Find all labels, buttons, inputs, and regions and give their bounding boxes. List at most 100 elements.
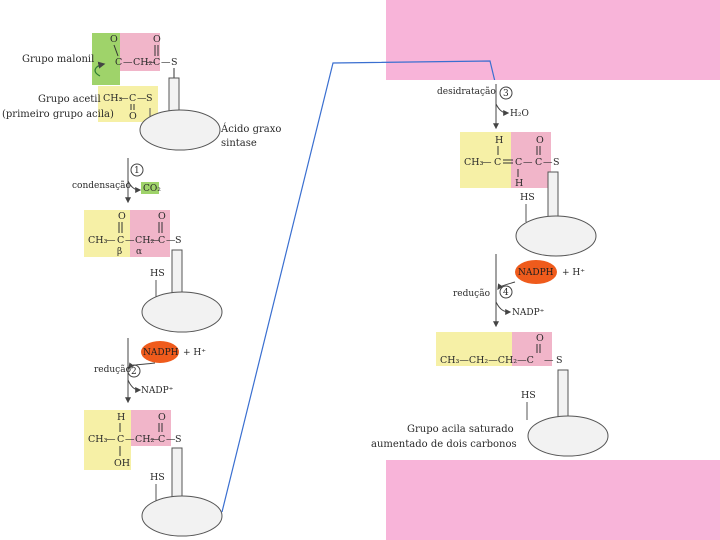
enoyl-complex: H O CH₃ — C C — C — S H HS — [460, 132, 597, 257]
pink-box — [511, 132, 551, 188]
pink-box — [512, 332, 552, 366]
side-arrow-out — [495, 301, 512, 315]
acetil-sublabel: (primeiro grupo acila) — [2, 109, 114, 120]
atom-o: O — [158, 412, 166, 423]
yellow-box — [460, 132, 511, 188]
h-plus-label: + H⁺ — [183, 348, 206, 358]
attack-arrow — [94, 61, 106, 77]
step-number-circle — [127, 364, 141, 378]
enzyme-label: Ácido graxo — [220, 123, 281, 135]
atom-hs: HS — [150, 472, 165, 483]
step-1: 1 condensação CO₂ — [72, 158, 161, 204]
bond-dash: — — [106, 235, 116, 246]
co2-box — [141, 182, 159, 194]
bond-dash: — — [123, 57, 133, 68]
side-arrow — [127, 180, 142, 193]
bond-dash: — — [125, 235, 135, 246]
step-number: 4 — [503, 288, 509, 298]
green-box — [92, 33, 120, 85]
bond-dash: — — [150, 434, 160, 445]
atom-c: C — [515, 157, 522, 168]
atom-c: C — [117, 235, 124, 246]
bond-dash: — — [543, 157, 553, 168]
hydroxyacyl-complex: H O CH₃ — C — CH₂ — C — S OH HS — [84, 410, 223, 537]
atom-s: S — [175, 235, 182, 246]
side-arrow-out — [127, 379, 142, 393]
enzyme-body — [141, 495, 223, 537]
enzyme-sublabel: sintase — [221, 138, 257, 149]
atom-o: O — [129, 111, 137, 122]
bond-dash: — — [137, 93, 147, 104]
malonil-label: Grupo malonil — [22, 54, 94, 65]
atom-c: C — [158, 434, 165, 445]
bond-dash: — — [161, 57, 171, 68]
acetyl-yellow-box — [98, 86, 158, 122]
atom-c: C — [129, 93, 136, 104]
atom-ch3: CH₃ — [103, 93, 123, 104]
h-plus-label: + H⁺ — [562, 268, 585, 278]
atom-oh: OH — [114, 458, 130, 469]
atom-h: H — [495, 135, 503, 146]
step-2: NADPH + H⁺ 2 redução NADP⁺ — [94, 338, 206, 404]
bond-dash: — — [150, 235, 160, 246]
nadph-ellipse — [515, 260, 557, 284]
nadph-label: NADPH — [518, 268, 554, 278]
atom-ch3: CH₃ — [88, 434, 108, 445]
atom-o: O — [118, 211, 126, 222]
atom-hs: HS — [150, 268, 165, 279]
yellow-box — [84, 210, 130, 257]
water-label: H₂O — [510, 109, 529, 119]
yellow-box — [84, 410, 131, 470]
atom-o: O — [536, 135, 544, 146]
bond-dash: — — [166, 434, 176, 445]
atom-ch2: CH₂ — [135, 434, 155, 445]
bond-dash: — — [106, 434, 116, 445]
atom-o: O — [110, 34, 118, 45]
bond-dash: — — [523, 157, 533, 168]
atom-s: S — [146, 93, 153, 104]
nadph-ellipse — [141, 341, 179, 363]
atom-ch2: CH₂ — [135, 235, 155, 246]
bond-dash: — — [146, 57, 156, 68]
atom-h: H — [515, 178, 523, 189]
step-name: redução — [94, 364, 131, 375]
enzyme-body — [141, 291, 223, 333]
nadp-label: NADP⁺ — [141, 386, 174, 396]
step-number-circle — [499, 285, 513, 299]
enzyme-arm — [557, 369, 569, 423]
pink-band-top — [386, 0, 720, 80]
step-number-circle — [499, 86, 513, 100]
bond-dash: — — [125, 434, 135, 445]
enzyme-body — [515, 215, 597, 257]
atom-o: O — [153, 34, 161, 45]
final-label: Grupo acila saturado — [407, 424, 514, 435]
side-arrow — [495, 103, 510, 116]
bond-dash: — — [166, 235, 176, 246]
atom-ch3: CH₃ — [464, 157, 484, 168]
atom-c: C — [158, 235, 165, 246]
acetoacetyl-complex: O O CH₃ — C — CH₂ — C — S β α HS — [84, 210, 223, 333]
alpha-label: α — [136, 247, 142, 257]
atom-o: O — [158, 211, 166, 222]
malonyl-pink-box — [120, 33, 160, 71]
co2-label: CO₂ — [143, 184, 161, 194]
step-number: 2 — [131, 367, 137, 377]
step-name: condensação — [72, 180, 131, 191]
final-sublabel: aumentado de dois carbonos — [371, 439, 517, 450]
connector-line — [221, 60, 498, 513]
atom-s: S — [171, 57, 178, 68]
bond-dash: — — [544, 355, 554, 366]
step-name: desidratação — [437, 86, 496, 97]
atom-c: C — [153, 57, 160, 68]
atom-s: S — [175, 434, 182, 445]
nadp-label: NADP⁺ — [512, 308, 545, 318]
bond-dash: — — [119, 93, 129, 104]
step-3: 3 desidratação H₂O — [437, 84, 529, 130]
atom-s: S — [553, 157, 560, 168]
atom-hs: HS — [520, 192, 535, 203]
atom-ch2: CH₂ — [133, 57, 153, 68]
atom-c: C — [115, 57, 122, 68]
atom-c: C — [535, 157, 542, 168]
atom-c: C — [494, 157, 501, 168]
